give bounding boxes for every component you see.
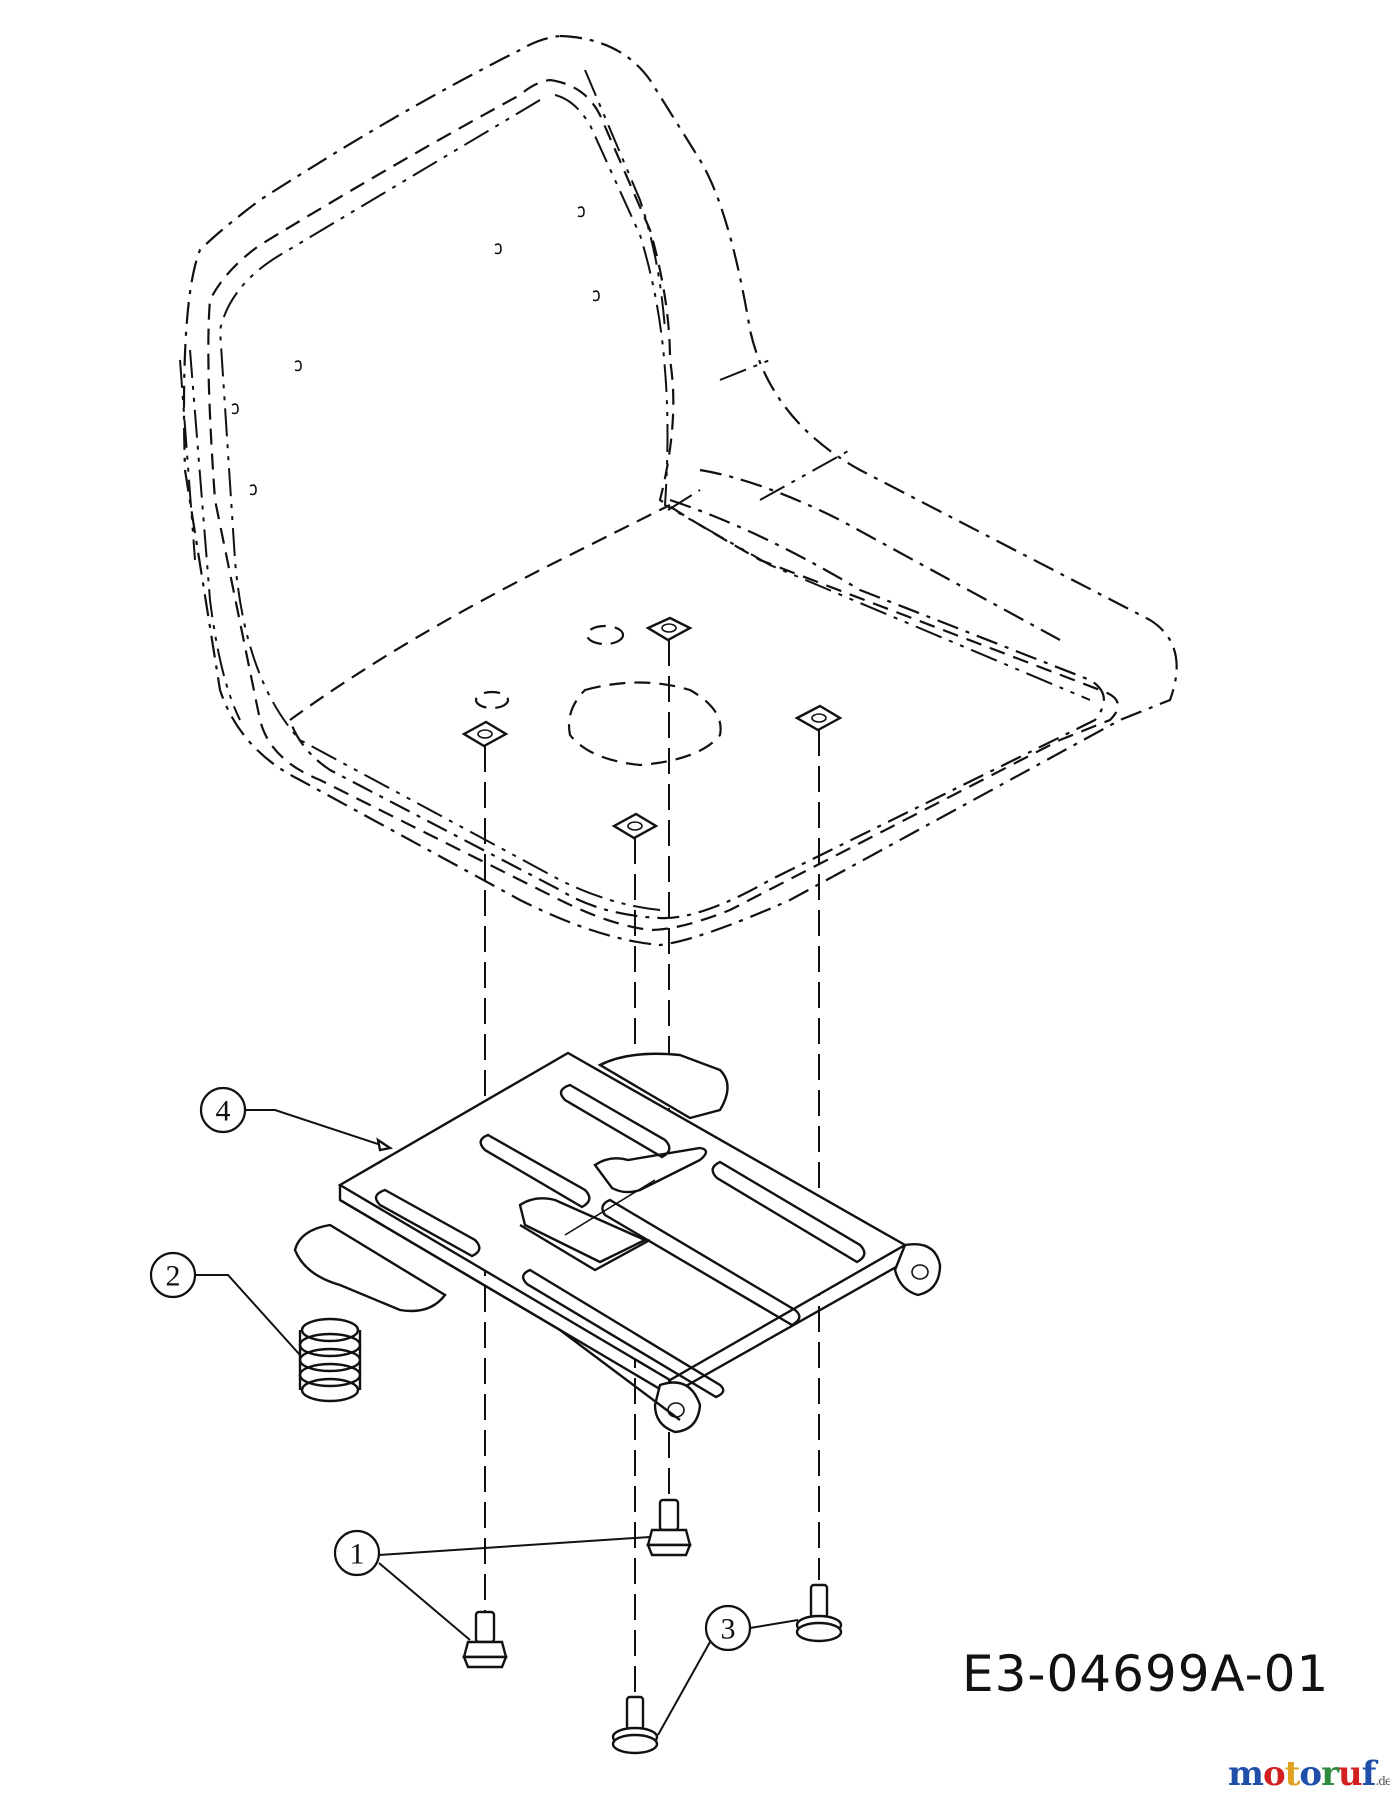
callout-1: 1 bbox=[333, 1529, 651, 1641]
watermark-letter: u bbox=[1338, 1754, 1363, 1794]
shoulder-bolt-right bbox=[795, 1583, 843, 1643]
watermark-letter: o bbox=[1262, 1754, 1286, 1794]
callout-2-label: 2 bbox=[166, 1260, 181, 1293]
callout-4-label: 4 bbox=[216, 1095, 231, 1128]
spring bbox=[298, 1317, 362, 1403]
bolt-lower bbox=[462, 1610, 508, 1669]
shoulder-bolt-bottom bbox=[611, 1695, 659, 1755]
seat-plate bbox=[293, 1051, 942, 1434]
seat-outline bbox=[179, 34, 1178, 947]
callout-1-label: 1 bbox=[350, 1538, 365, 1571]
watermark-letter: t bbox=[1284, 1754, 1301, 1794]
drawing-code: E3-04699A-01 bbox=[962, 1645, 1330, 1703]
callout-3-label: 3 bbox=[721, 1613, 736, 1646]
watermark-letter: f bbox=[1361, 1754, 1377, 1794]
bolt-upper bbox=[646, 1498, 692, 1557]
assembly-axes bbox=[484, 640, 820, 1700]
watermark-logo: motoruf.de bbox=[1228, 1754, 1390, 1794]
watermark-letter: o bbox=[1299, 1754, 1322, 1794]
watermark-suffix: .de bbox=[1375, 1774, 1390, 1788]
callout-2: 2 bbox=[149, 1251, 301, 1356]
callout-4: 4 bbox=[199, 1086, 394, 1152]
watermark-letter: m bbox=[1228, 1754, 1264, 1794]
watermark-letter: r bbox=[1321, 1754, 1339, 1794]
callout-3: 3 bbox=[657, 1604, 799, 1736]
